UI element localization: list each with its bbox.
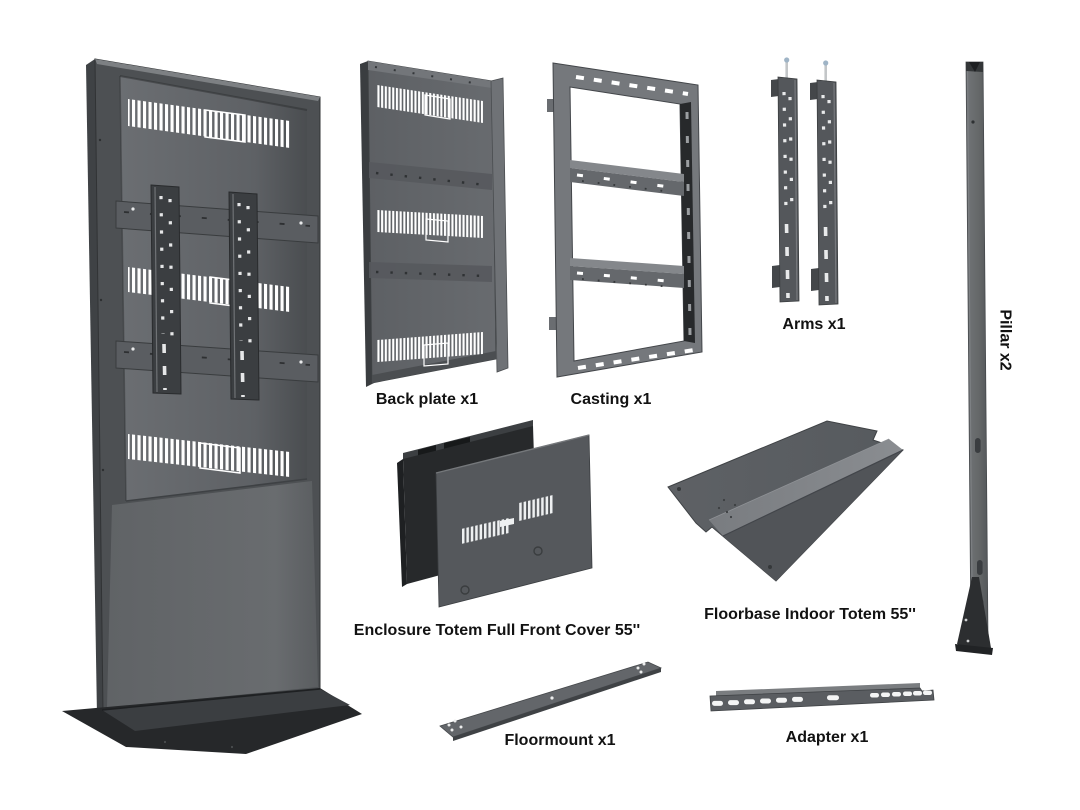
part-floormount-illustration (439, 661, 663, 741)
part-arms-illustration (771, 57, 839, 306)
part-back-plate-illustration (360, 60, 509, 387)
part-floorbase-illustration (667, 420, 904, 582)
label-arms: Arms x1 (782, 316, 846, 333)
part-pillar-illustration (955, 61, 993, 655)
part-casting-illustration (547, 62, 703, 378)
label-pillar: Pillar x2 (996, 309, 1014, 371)
label-casting: Casting x1 (570, 391, 652, 408)
label-adapter: Adapter x1 (785, 729, 869, 746)
label-floormount: Floormount x1 (504, 732, 616, 749)
label-enclosure-cover: Enclosure Totem Full Front Cover 55'' (353, 622, 641, 639)
part-enclosure-cover-illustration (397, 420, 593, 608)
label-floorbase: Floorbase Indoor Totem 55'' (704, 606, 916, 623)
part-adapter-illustration (709, 683, 935, 712)
part-totem-illustration (62, 58, 362, 754)
label-back-plate: Back plate x1 (375, 391, 479, 408)
